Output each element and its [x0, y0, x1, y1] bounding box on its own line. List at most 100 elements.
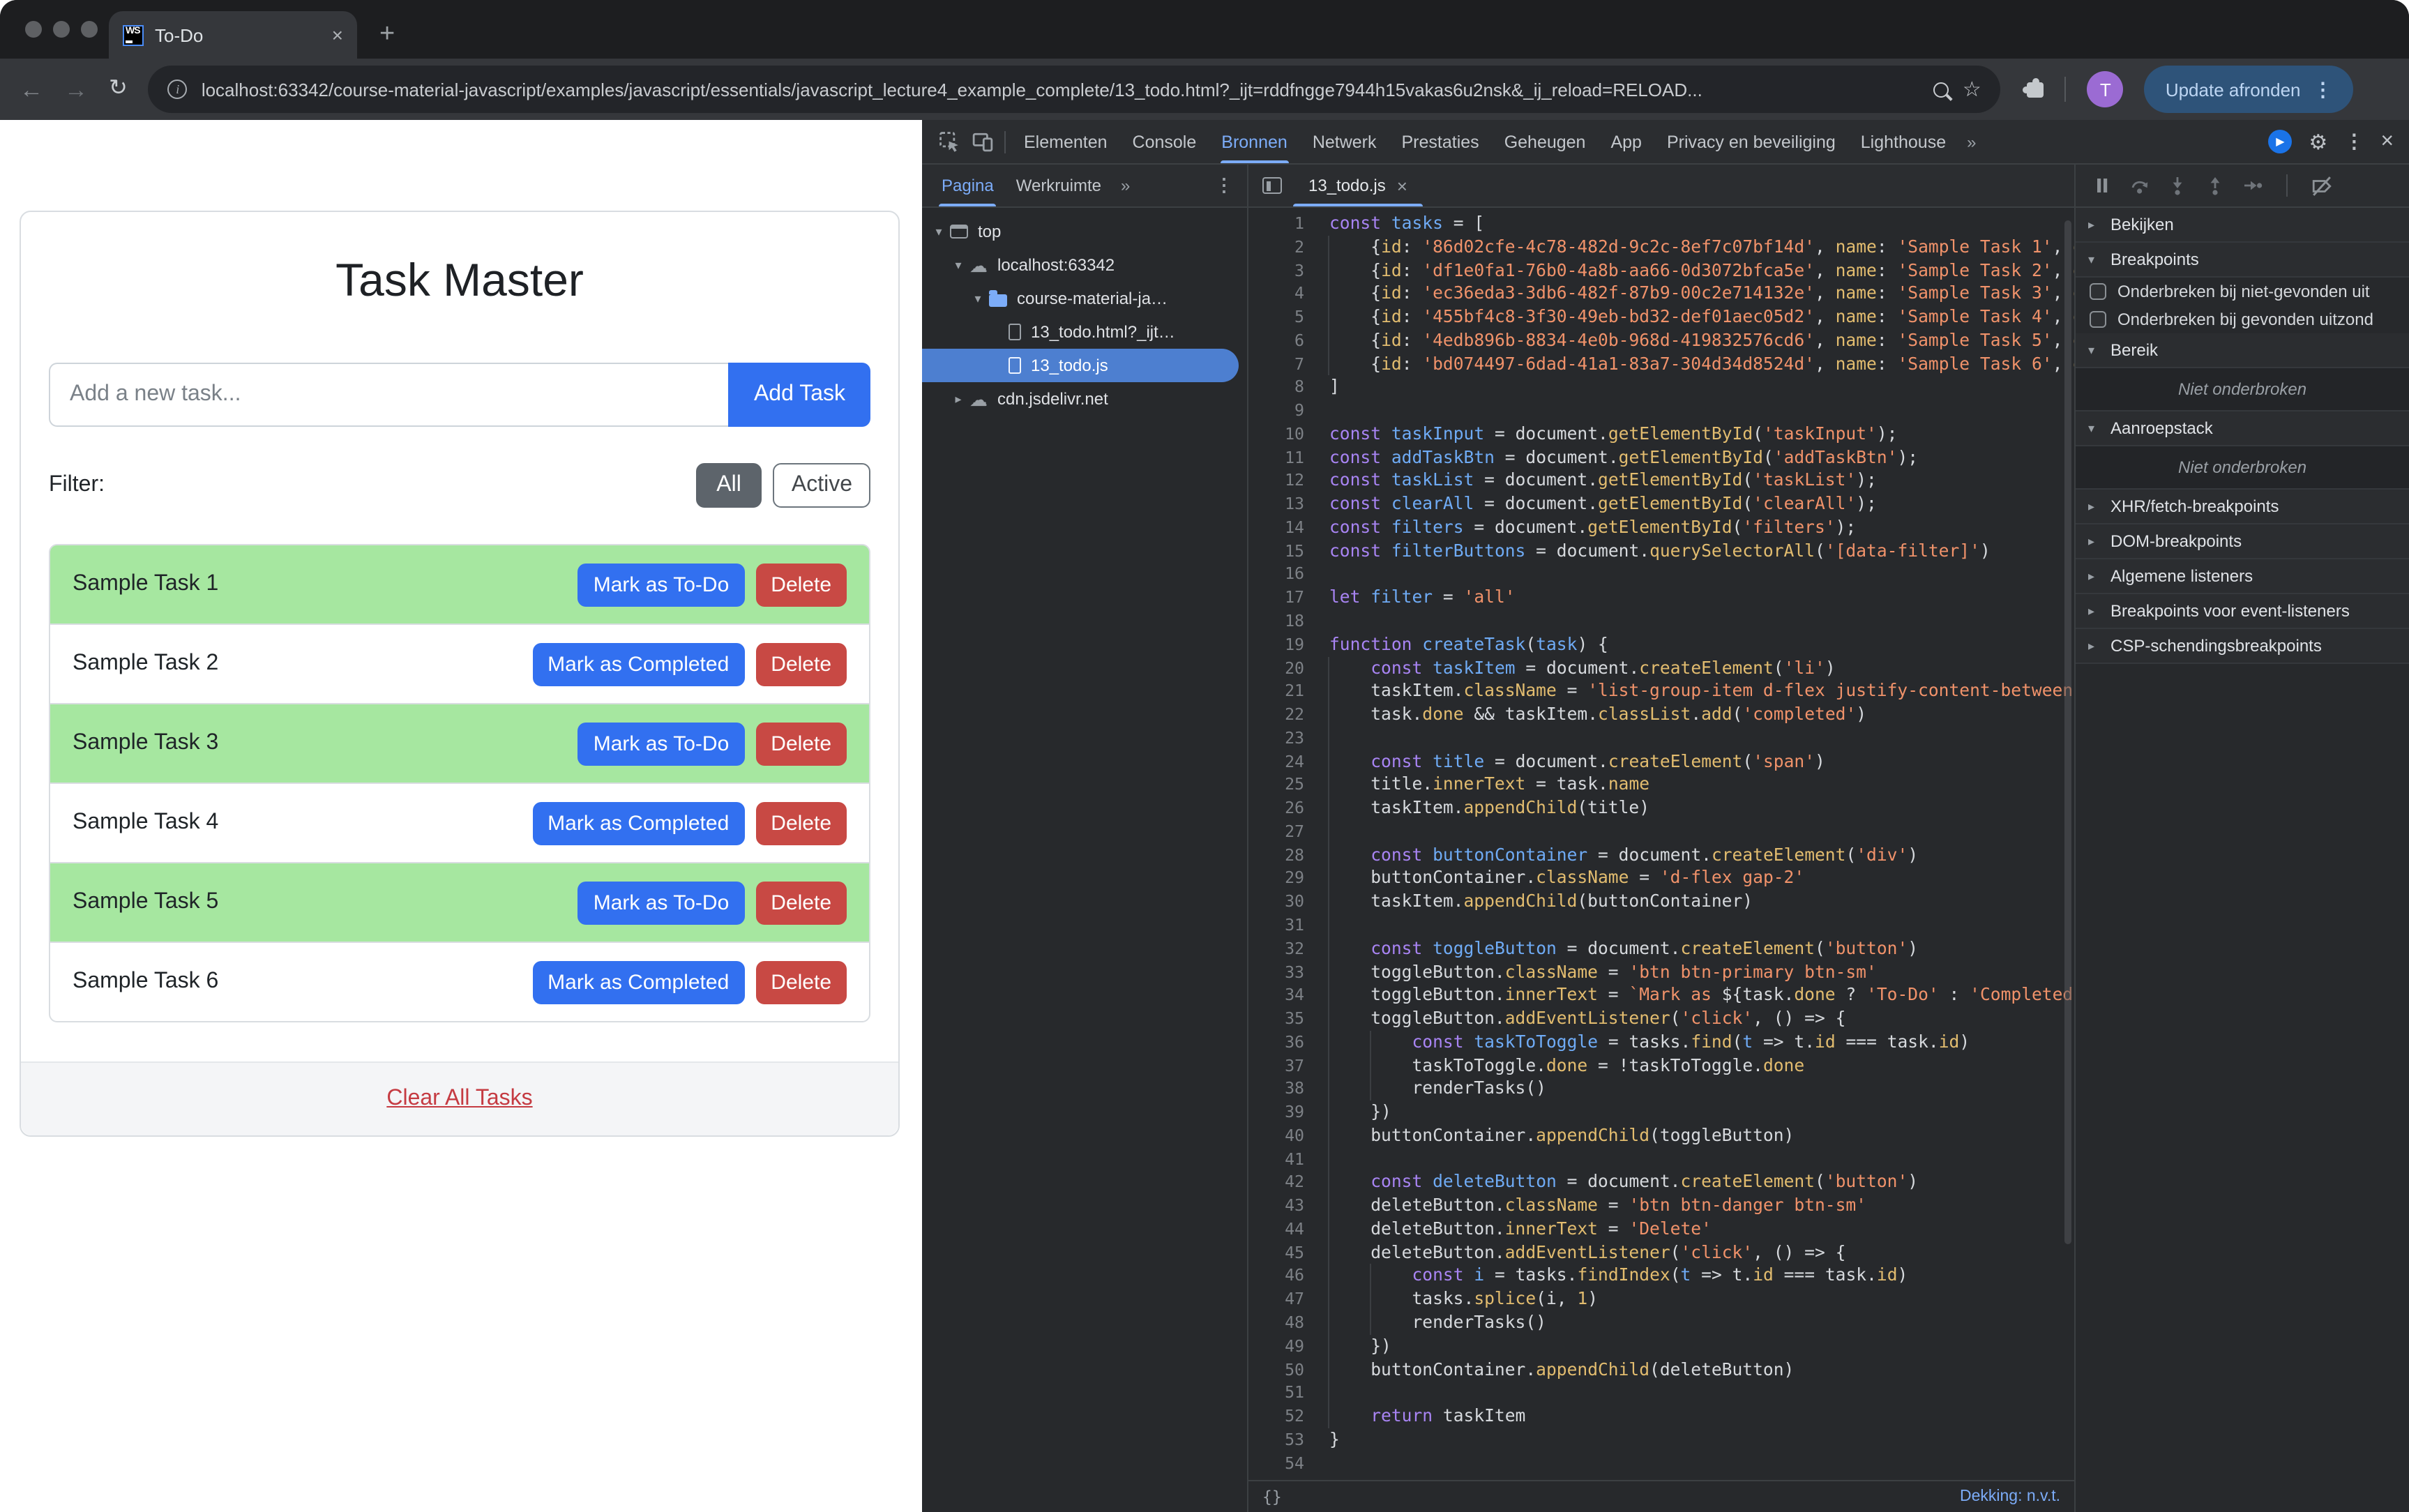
toggle-task-button[interactable]: Mark as To-Do [577, 881, 745, 924]
line-number: 23 [1285, 727, 1304, 748]
devtools-menu-icon[interactable]: ⋮ [2344, 130, 2364, 152]
file-icon [1009, 324, 1021, 340]
browser-tab[interactable]: WS To-Do × [109, 11, 357, 59]
tree-item[interactable]: 13_todo.js [922, 349, 1239, 382]
devtools-status-icon[interactable]: ▶ [2268, 130, 2293, 153]
close-window-icon[interactable] [25, 21, 42, 38]
devtools-tab-elementen[interactable]: Elementen [1024, 132, 1108, 151]
devtools-tab-geheugen[interactable]: Geheugen [1504, 132, 1586, 151]
delete-task-button[interactable]: Delete [755, 563, 847, 606]
settings-gear-icon[interactable]: ⚙ [2309, 130, 2328, 154]
devtools-tab-netwerk[interactable]: Netwerk [1312, 132, 1377, 151]
navigator-more-tabs-icon[interactable]: » [1121, 176, 1131, 195]
breakpoint-checkbox-row[interactable]: Onderbreken bij gevonden uitzond [2076, 305, 2409, 333]
checkbox-icon[interactable] [2090, 311, 2106, 328]
add-task-button[interactable]: Add Task [728, 363, 870, 427]
minimize-window-icon[interactable] [53, 21, 70, 38]
line-number: 43 [1285, 1195, 1304, 1216]
reload-icon[interactable]: ↻ [109, 77, 128, 100]
expander-icon[interactable]: ▾ [955, 257, 962, 271]
sidebar-section-xhr-fetch-breakpoints[interactable]: ▸XHR/fetch-breakpoints [2076, 490, 2409, 524]
update-button[interactable]: Update afronden ⋮ [2144, 66, 2354, 113]
deactivate-breakpoints-icon[interactable] [2311, 175, 2332, 196]
bookmark-star-icon[interactable]: ☆ [1962, 78, 1981, 102]
devtools-tab-privacy-en-beveiliging[interactable]: Privacy en beveiliging [1666, 132, 1836, 151]
code-text: {id: '455bf4c8-3f30-49eb-bd32-def01aec05… [1304, 305, 2074, 329]
url-text[interactable]: localhost:63342/course-material-javascri… [201, 79, 1702, 100]
zoom-window-icon[interactable] [81, 21, 98, 38]
sidebar-section-bereik[interactable]: ▾Bereik [2076, 333, 2409, 368]
navigator-menu-icon[interactable]: ⋮ [1215, 174, 1233, 195]
toggle-task-button[interactable]: Mark as To-Do [577, 722, 745, 765]
close-devtools-icon[interactable]: × [2380, 129, 2394, 153]
extensions-icon[interactable] [2023, 77, 2044, 97]
task-name: Sample Task 6 [73, 969, 219, 993]
delete-task-button[interactable]: Delete [755, 960, 847, 1004]
sidebar-section-csp-schendingsbreakpoints[interactable]: ▸CSP-schendingsbreakpoints [2076, 629, 2409, 664]
file-tab-close-icon[interactable]: × [1396, 175, 1407, 196]
devtools-tab-console[interactable]: Console [1132, 132, 1197, 151]
code-line: 34 toggleButton.innerText = `Mark as ${t… [1248, 983, 2074, 1008]
zoom-level-icon[interactable] [1933, 82, 1949, 97]
sidebar-section-bekijken[interactable]: ▸Bekijken [2076, 208, 2409, 243]
expander-icon[interactable]: ▸ [955, 391, 962, 405]
expander-icon[interactable]: ▾ [974, 291, 981, 305]
expander-icon[interactable]: ▾ [935, 224, 942, 238]
back-icon[interactable]: ← [20, 76, 43, 103]
code-line: 2 {id: '86d02cfe-4c78-482d-9c2c-8ef7c07b… [1248, 235, 2074, 259]
site-info-icon[interactable]: i [167, 80, 188, 99]
file-tab[interactable]: 13_todo.js × [1293, 165, 1423, 206]
devtools-tab-prestaties[interactable]: Prestaties [1401, 132, 1479, 151]
navigator-tab-werkruimte[interactable]: Werkruimte [1015, 176, 1101, 195]
toggle-task-button[interactable]: Mark as Completed [532, 642, 745, 686]
device-toolbar-icon[interactable] [965, 120, 999, 163]
tree-item[interactable]: ▸☁cdn.jsdelivr.net [922, 382, 1247, 416]
toggle-task-button[interactable]: Mark as Completed [532, 960, 745, 1004]
tree-item[interactable]: ▾top [922, 215, 1247, 248]
sidebar-section-aanroepstack[interactable]: ▾Aanroepstack [2076, 411, 2409, 446]
window-controls[interactable] [25, 21, 98, 38]
collapse-navigator-icon[interactable] [1262, 177, 1282, 194]
tab-close-icon[interactable]: × [331, 24, 343, 46]
coverage-link[interactable]: Dekking: n.v.t. [1959, 1488, 2060, 1505]
toggle-task-button[interactable]: Mark as To-Do [577, 563, 745, 606]
navigator-tab-pagina[interactable]: Pagina [930, 165, 1005, 206]
more-tabs-icon[interactable]: » [1967, 132, 1977, 151]
forward-icon[interactable]: → [64, 76, 88, 103]
sidebar-section-breakpoints[interactable]: ▾Breakpoints [2076, 243, 2409, 278]
omnibox[interactable]: i localhost:63342/course-material-javasc… [148, 66, 2001, 113]
toggle-task-button[interactable]: Mark as Completed [532, 801, 745, 845]
new-tab-button[interactable]: + [379, 20, 395, 49]
step-over-icon[interactable] [2130, 176, 2150, 195]
devtools-tab-bronnen[interactable]: Bronnen [1209, 120, 1300, 163]
devtools-tab-app[interactable]: App [1610, 132, 1642, 151]
sidebar-section-dom-breakpoints[interactable]: ▸DOM-breakpoints [2076, 524, 2409, 559]
new-task-input[interactable] [49, 363, 729, 427]
tree-item[interactable]: ▾☁localhost:63342 [922, 248, 1247, 282]
breakpoint-checkbox-row[interactable]: Onderbreken bij niet-gevonden uit [2076, 278, 2409, 305]
tree-item[interactable]: 13_todo.html?_ijt… [922, 315, 1247, 349]
pause-icon[interactable] [2092, 176, 2112, 195]
sidebar-section-algemene-listeners[interactable]: ▸Algemene listeners [2076, 559, 2409, 594]
step-icon[interactable] [2243, 176, 2263, 195]
delete-task-button[interactable]: Delete [755, 801, 847, 845]
filter-active-button[interactable]: Active [773, 463, 870, 508]
profile-avatar[interactable]: T [2087, 71, 2124, 107]
delete-task-button[interactable]: Delete [755, 722, 847, 765]
delete-task-button[interactable]: Delete [755, 881, 847, 924]
delete-task-button[interactable]: Delete [755, 642, 847, 686]
devtools-tab-lighthouse[interactable]: Lighthouse [1860, 132, 1947, 151]
editor-scrollbar[interactable] [2064, 220, 2071, 1245]
checkbox-icon[interactable] [2090, 283, 2106, 300]
filter-all-button[interactable]: All [695, 463, 762, 508]
browser-menu-icon[interactable]: ⋮ [2313, 77, 2333, 100]
step-into-icon[interactable] [2168, 176, 2187, 195]
clear-all-tasks-link[interactable]: Clear All Tasks [386, 1087, 533, 1110]
tree-item[interactable]: ▾course-material-ja… [922, 282, 1247, 315]
sidebar-section-breakpoints-voor-event-listeners[interactable]: ▸Breakpoints voor event-listeners [2076, 594, 2409, 629]
pretty-print-icon[interactable]: {} [1262, 1487, 1282, 1506]
inspect-element-icon[interactable] [932, 120, 965, 163]
step-out-icon[interactable] [2205, 176, 2225, 195]
